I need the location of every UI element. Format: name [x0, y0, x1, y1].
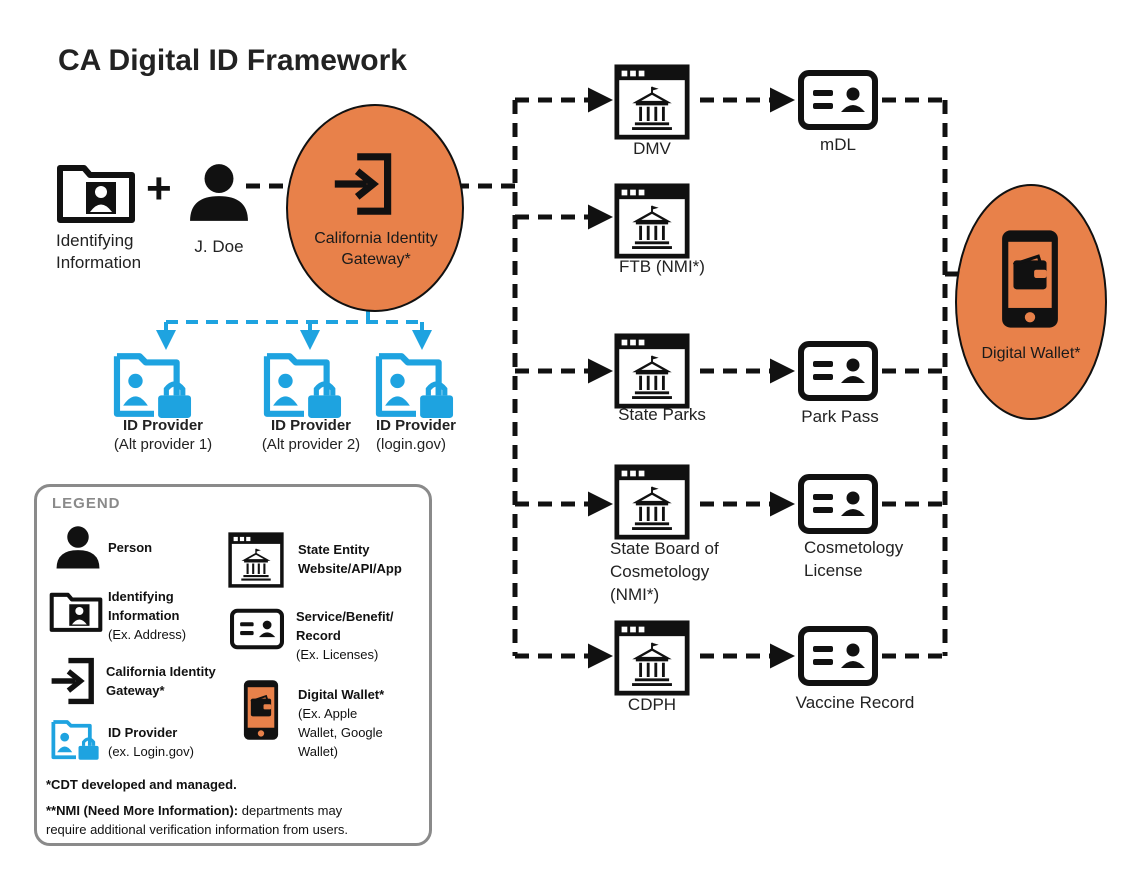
connectors [246, 87, 1000, 669]
gateway-label: California Identity Gateway* [314, 230, 438, 268]
dmv-entity-icon [617, 67, 687, 137]
entity-label-cdph: CDPH [627, 695, 677, 714]
legend-idinfo-label: Identifying Information (Ex. Address) [108, 589, 187, 642]
legend-wallet-label: Digital Wallet* (Ex. Apple Wallet, Googl… [298, 687, 385, 759]
entity-label-cosmetology: State Board of Cosmetology (NMI*) [610, 539, 719, 604]
service-label-parkpass: Park Pass [801, 407, 879, 426]
cosmetology-card-icon [801, 477, 875, 531]
provider-label-3: ID Provider (login.gov) [376, 417, 457, 453]
legend-provider-label: ID Provider (ex. Login.gov) [108, 725, 194, 759]
legend-person-label: Person [108, 540, 153, 555]
legend-entity-label: State Entity Website/API/App [298, 542, 402, 576]
phone-wallet-icon [1000, 228, 1060, 330]
identifying-info-icon [60, 168, 132, 220]
entity-label-parks: State Parks [618, 405, 706, 424]
vaccine-card-icon [801, 629, 875, 683]
service-label-vaccine: Vaccine Record [795, 693, 915, 712]
legend-note-cdt: *CDT developed and managed. [46, 777, 237, 792]
legend-service-label: Service/Benefit/ Record (Ex. Licenses) [296, 609, 394, 662]
entity-label-ftb: FTB (NMI*) [619, 257, 705, 276]
person-label: J. Doe [194, 237, 244, 256]
plus-sign: + [146, 164, 172, 213]
legend-title: LEGEND [52, 495, 121, 512]
person-icon [190, 164, 248, 221]
wallet-label: Digital Wallet* [981, 345, 1081, 362]
cosmetology-entity-icon [617, 467, 687, 537]
service-label-mdl: mDL [820, 135, 856, 154]
service-label-cosmetology: Cosmetology License [804, 538, 904, 580]
provider-label-2: ID Provider (Alt provider 2) [261, 417, 361, 453]
provider-icon-2 [267, 356, 341, 418]
provider-icon-1 [117, 356, 191, 418]
identifying-info-label: Identifying Information [56, 231, 142, 272]
provider-icon-3 [379, 356, 453, 418]
provider-connectors [156, 282, 432, 350]
parks-entity-icon [617, 336, 687, 406]
page-title: CA Digital ID Framework [58, 44, 407, 77]
mdl-card-icon [801, 73, 875, 127]
ftb-entity-icon [617, 186, 687, 256]
parkpass-card-icon [801, 344, 875, 398]
cdph-entity-icon [617, 623, 687, 693]
legend-box [34, 484, 432, 846]
provider-label-1: ID Provider (Alt provider 1) [113, 417, 213, 453]
entity-label-dmv: DMV [633, 139, 671, 158]
legend-note-nmi: **NMI (Need More Information): departmen… [46, 803, 349, 837]
legend-gateway-label: California Identity Gateway* [106, 664, 216, 698]
